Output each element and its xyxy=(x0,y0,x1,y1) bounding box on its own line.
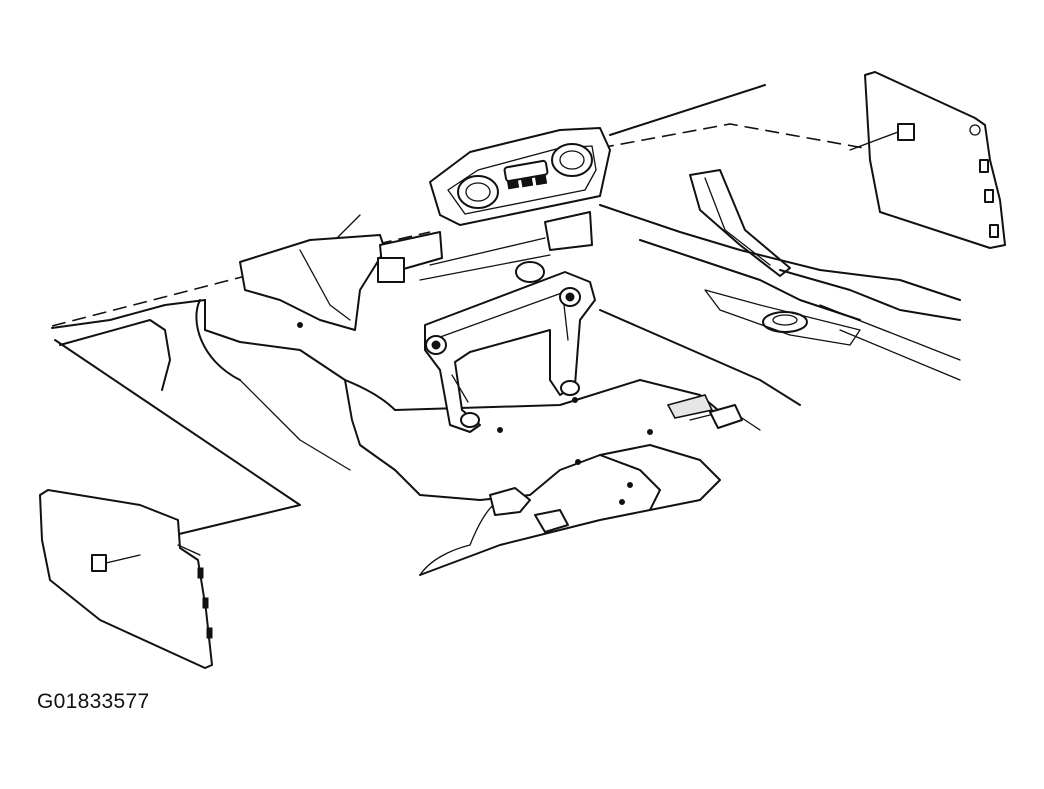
figure-id-label: G01833577 xyxy=(37,690,150,713)
rear-bracket xyxy=(544,211,593,251)
temperature-knob xyxy=(457,175,499,209)
right-trim-clip xyxy=(897,123,915,141)
left-trim-clip xyxy=(91,554,107,572)
floor-pan xyxy=(51,204,961,576)
front-console-area xyxy=(239,211,593,331)
bracket-bolt-lower-left xyxy=(460,412,480,428)
harness-connector-right xyxy=(709,404,743,429)
right-side-trim-panel xyxy=(849,71,1006,249)
hvac-control-panel xyxy=(429,127,611,226)
console-support-bracket xyxy=(424,261,596,433)
bracket-bolt-lower-right xyxy=(560,380,580,396)
wiring-harness xyxy=(419,394,761,576)
bracket-clip xyxy=(377,257,405,283)
harness-connector-left xyxy=(489,487,531,516)
left-side-trim-panel xyxy=(39,489,213,669)
rear-floor-detail xyxy=(689,169,861,346)
floor-plug xyxy=(762,311,808,333)
floor-holes xyxy=(297,322,653,505)
fan-knob xyxy=(551,143,593,177)
